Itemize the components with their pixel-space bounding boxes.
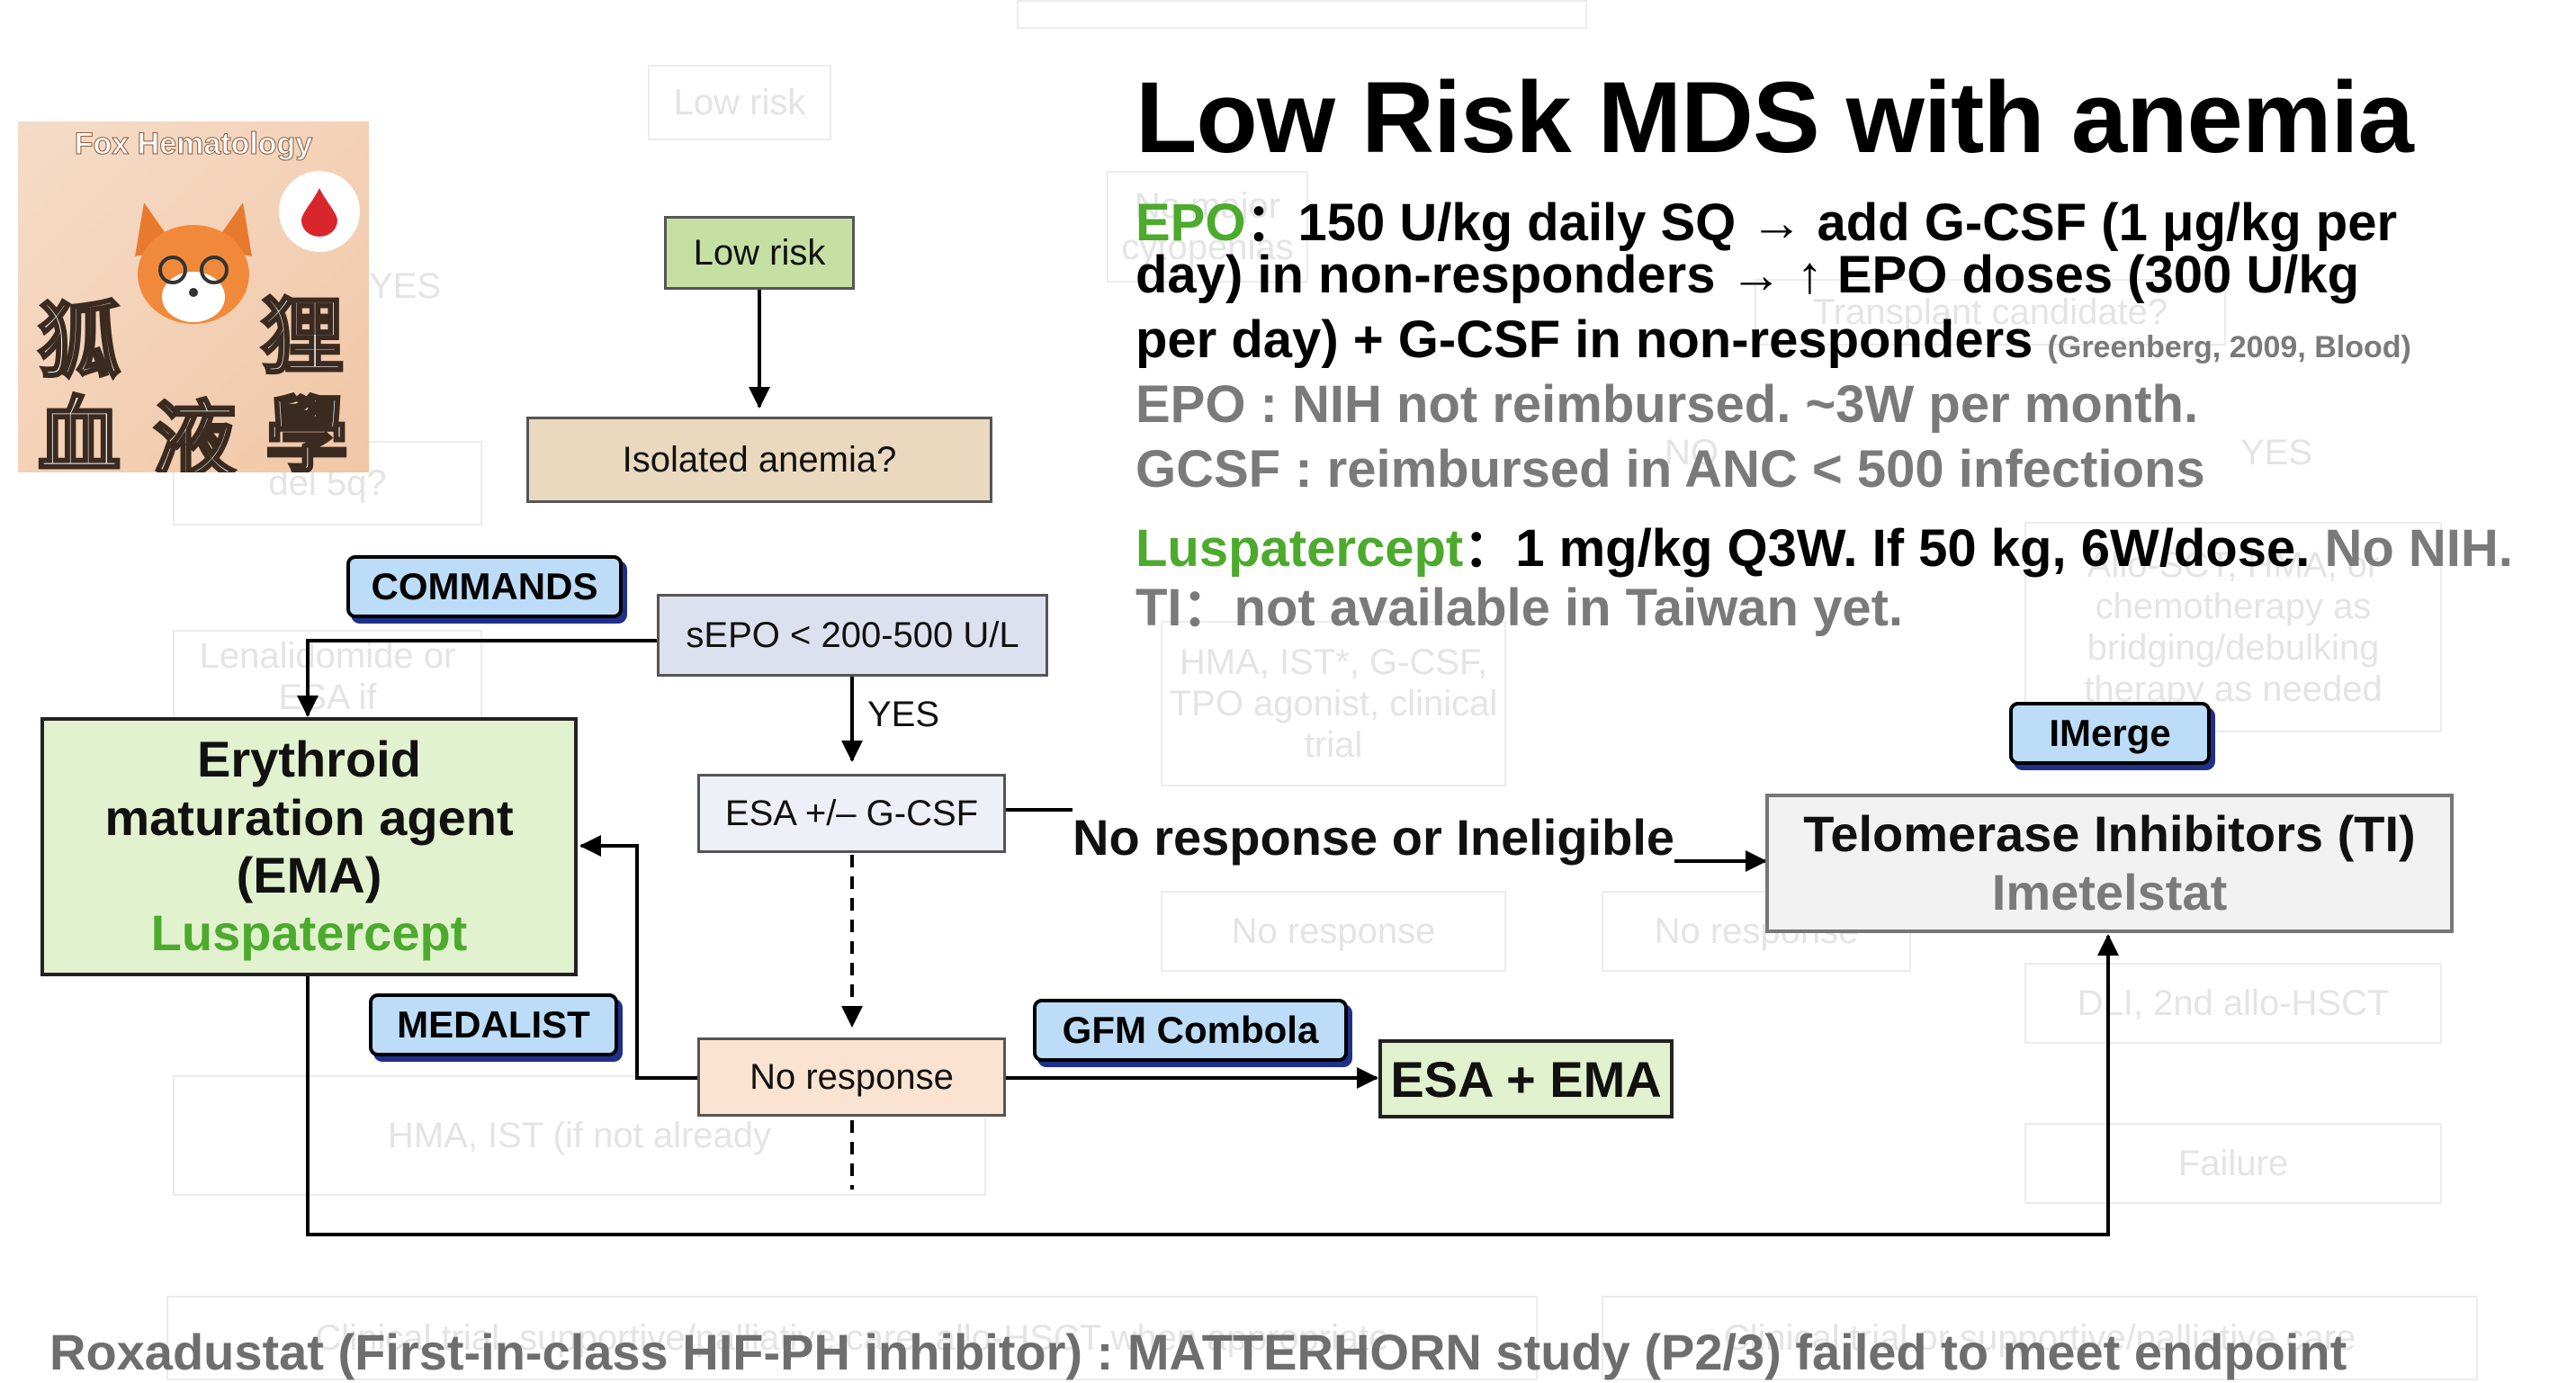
node-telomerase-inhibitors: Telomerase Inhibitors (TI) Imetelstat bbox=[1765, 794, 2454, 933]
info-epo-line2: day) in non-responders → ↑ EPO doses (30… bbox=[1135, 246, 2360, 304]
bg-box-lenalidomide: Lenalidomide or ESA if bbox=[173, 630, 482, 723]
luspatercept-text: ：1 mg/kg Q3W. If 50 kg, 6W/dose. bbox=[1463, 519, 2311, 578]
logo-char-1: 狐 bbox=[36, 292, 121, 391]
epo-label: EPO bbox=[1135, 193, 1246, 252]
arrow-ema-ti bbox=[306, 934, 2119, 1236]
info-luspatercept: Luspatercept：1 mg/kg Q3W. If 50 kg, 6W/d… bbox=[1135, 506, 2513, 581]
luspatercept-label: Luspatercept bbox=[1135, 519, 1464, 578]
epo-text-1: ：150 U/kg daily SQ → add G-CSF (1 μg/kg … bbox=[1245, 193, 2398, 252]
node-esa-gcsf: ESA +/– G-CSF bbox=[697, 774, 1006, 853]
bg-box-dli: DLI, 2nd allo-HSCT bbox=[2024, 963, 2442, 1044]
bg-box-clinical-2: Clinical trial or supportive/palliative … bbox=[1602, 1296, 2478, 1380]
bg-label-yes: YES bbox=[368, 266, 442, 306]
ti-line-1: Telomerase Inhibitors (TI) bbox=[1803, 805, 2416, 863]
arrow-sepo-ema bbox=[297, 639, 657, 717]
arrow-noresponse-ema bbox=[579, 835, 697, 1080]
luspatercept-nih: No NIH. bbox=[2310, 519, 2513, 578]
logo-char-3: 血 bbox=[36, 387, 121, 473]
bg-box-transplant: Transplant candidate? bbox=[1755, 279, 2226, 346]
node-low-risk: Low risk bbox=[664, 216, 855, 290]
tag-medalist: MEDALIST bbox=[369, 993, 618, 1056]
ema-line-2: maturation agent bbox=[104, 788, 514, 846]
bg-label-yes-2: YES bbox=[2239, 433, 2313, 472]
fox-icon bbox=[126, 193, 261, 337]
fox-hematology-logo: Fox Hematology 狐 狸 血 液 學 bbox=[18, 121, 369, 472]
bg-box-clinical-1: Clinical trial, supportive/palliative ca… bbox=[166, 1296, 1538, 1380]
bg-box-no-response-1: No response bbox=[1161, 891, 1506, 972]
edge-label-no-response: No response or Ineligible bbox=[1073, 808, 1675, 867]
tag-gfm-combola: GFM Combola bbox=[1033, 999, 1348, 1062]
epo-reference: (Greenberg, 2009, Blood) bbox=[2047, 330, 2411, 364]
node-sepo: sEPO < 200-500 U/L bbox=[657, 594, 1048, 677]
bg-label-no: NO bbox=[1665, 433, 1719, 472]
tag-commands: COMMANDS bbox=[346, 555, 623, 618]
bg-box-low-risk: Low risk bbox=[648, 65, 831, 140]
info-gcsf: GCSF : reimbursed in ANC < 500 infection… bbox=[1135, 440, 2205, 498]
node-ema: Erythroid maturation agent (EMA) Luspate… bbox=[40, 717, 578, 976]
info-epo-line1: EPO：150 U/kg daily SQ → add G-CSF (1 μg/… bbox=[1135, 180, 2397, 256]
bg-box-hma-ist: HMA, IST (if not already bbox=[173, 1075, 986, 1196]
footer-roxadustat: Roxadustat (First-in-class HIF-PH inhibi… bbox=[49, 1324, 2347, 1380]
page-title: Low Risk MDS with anemia bbox=[1135, 61, 2414, 174]
ema-line-3: (EMA) bbox=[236, 847, 382, 903]
ema-line-4: Luspatercept bbox=[150, 904, 468, 962]
bg-box-cytopenias: No major cytopenias bbox=[1107, 171, 1308, 283]
logo-caption: Fox Hematology bbox=[74, 127, 313, 162]
info-ti: TI：not available in Taiwan yet. bbox=[1135, 579, 1904, 637]
node-isolated-anemia: Isolated anemia? bbox=[526, 417, 992, 503]
ema-line-1: Erythroid bbox=[197, 731, 421, 788]
bg-box-hma: HMA, IST*, G-CSF, TPO agonist, clinical … bbox=[1161, 621, 1506, 786]
tag-imerge: IMerge bbox=[2009, 702, 2211, 765]
edge-label-yes: YES bbox=[867, 695, 940, 734]
bg-box-failure: Failure bbox=[2024, 1123, 2442, 1204]
blood-drop-icon bbox=[279, 171, 360, 252]
epo-text-3: per day) + G-CSF in non-responders bbox=[1135, 310, 2033, 369]
logo-char-4: 液 bbox=[151, 391, 237, 473]
node-no-response: No response bbox=[697, 1037, 1006, 1117]
info-epo-line3: per day) + G-CSF in non-responders (Gree… bbox=[1135, 310, 2411, 370]
bg-box-top bbox=[1017, 0, 1587, 29]
logo-char-5: 學 bbox=[264, 387, 349, 473]
logo-char-2: 狸 bbox=[259, 288, 345, 387]
info-epo-cost: EPO : NIH not reimbursed. ~3W per month. bbox=[1135, 375, 2199, 434]
node-esa-ema: ESA + EMA bbox=[1378, 1039, 1674, 1118]
ti-line-2: Imetelstat bbox=[1991, 863, 2228, 921]
